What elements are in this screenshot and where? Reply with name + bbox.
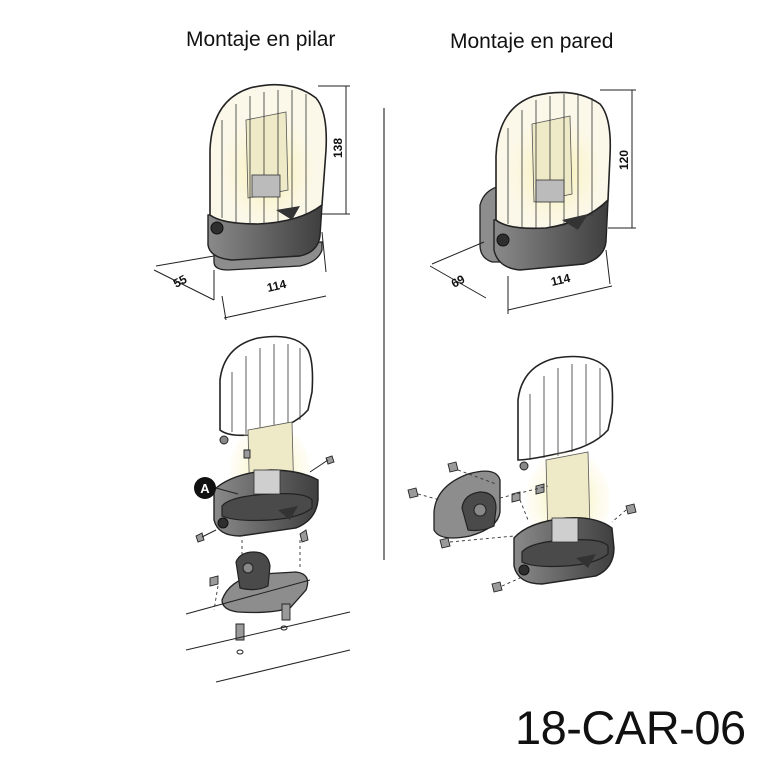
dim-wall-height: 120 [617, 150, 631, 170]
screw-icon [243, 449, 251, 459]
product-code: 18-CAR-06 [515, 701, 746, 754]
lamp-assembled-wall [479, 91, 612, 271]
lamp-assembled-pillar [207, 83, 328, 271]
screw-icon [491, 581, 503, 593]
dim-wall-width: 114 [550, 271, 572, 289]
dim-pillar-width: 114 [266, 277, 288, 295]
screw-icon [625, 503, 637, 515]
lamp-exploded-pillar: A [185, 335, 351, 683]
screw-icon [439, 537, 451, 549]
screw-icon [299, 529, 309, 543]
screw-icon [235, 623, 245, 641]
screw-icon [281, 603, 291, 621]
title-pillar-mount: Montaje en pilar [186, 28, 336, 51]
dimension-lines-wall [429, 89, 636, 314]
screw-icon [209, 575, 219, 587]
title-wall-mount: Montaje en pared [450, 30, 614, 53]
screw-icon [447, 461, 459, 473]
screw-icon [309, 455, 335, 473]
screw-icon [407, 487, 419, 499]
callout-a: A [200, 481, 210, 496]
dim-pillar-depth: 55 [171, 272, 190, 291]
screw-icon [195, 529, 217, 543]
dim-pillar-height: 138 [331, 138, 345, 158]
screw-icon [535, 483, 545, 495]
lamp-exploded-wall [407, 355, 637, 593]
dim-wall-depth: 69 [449, 272, 468, 291]
dimension-lines-pillar [153, 85, 350, 321]
